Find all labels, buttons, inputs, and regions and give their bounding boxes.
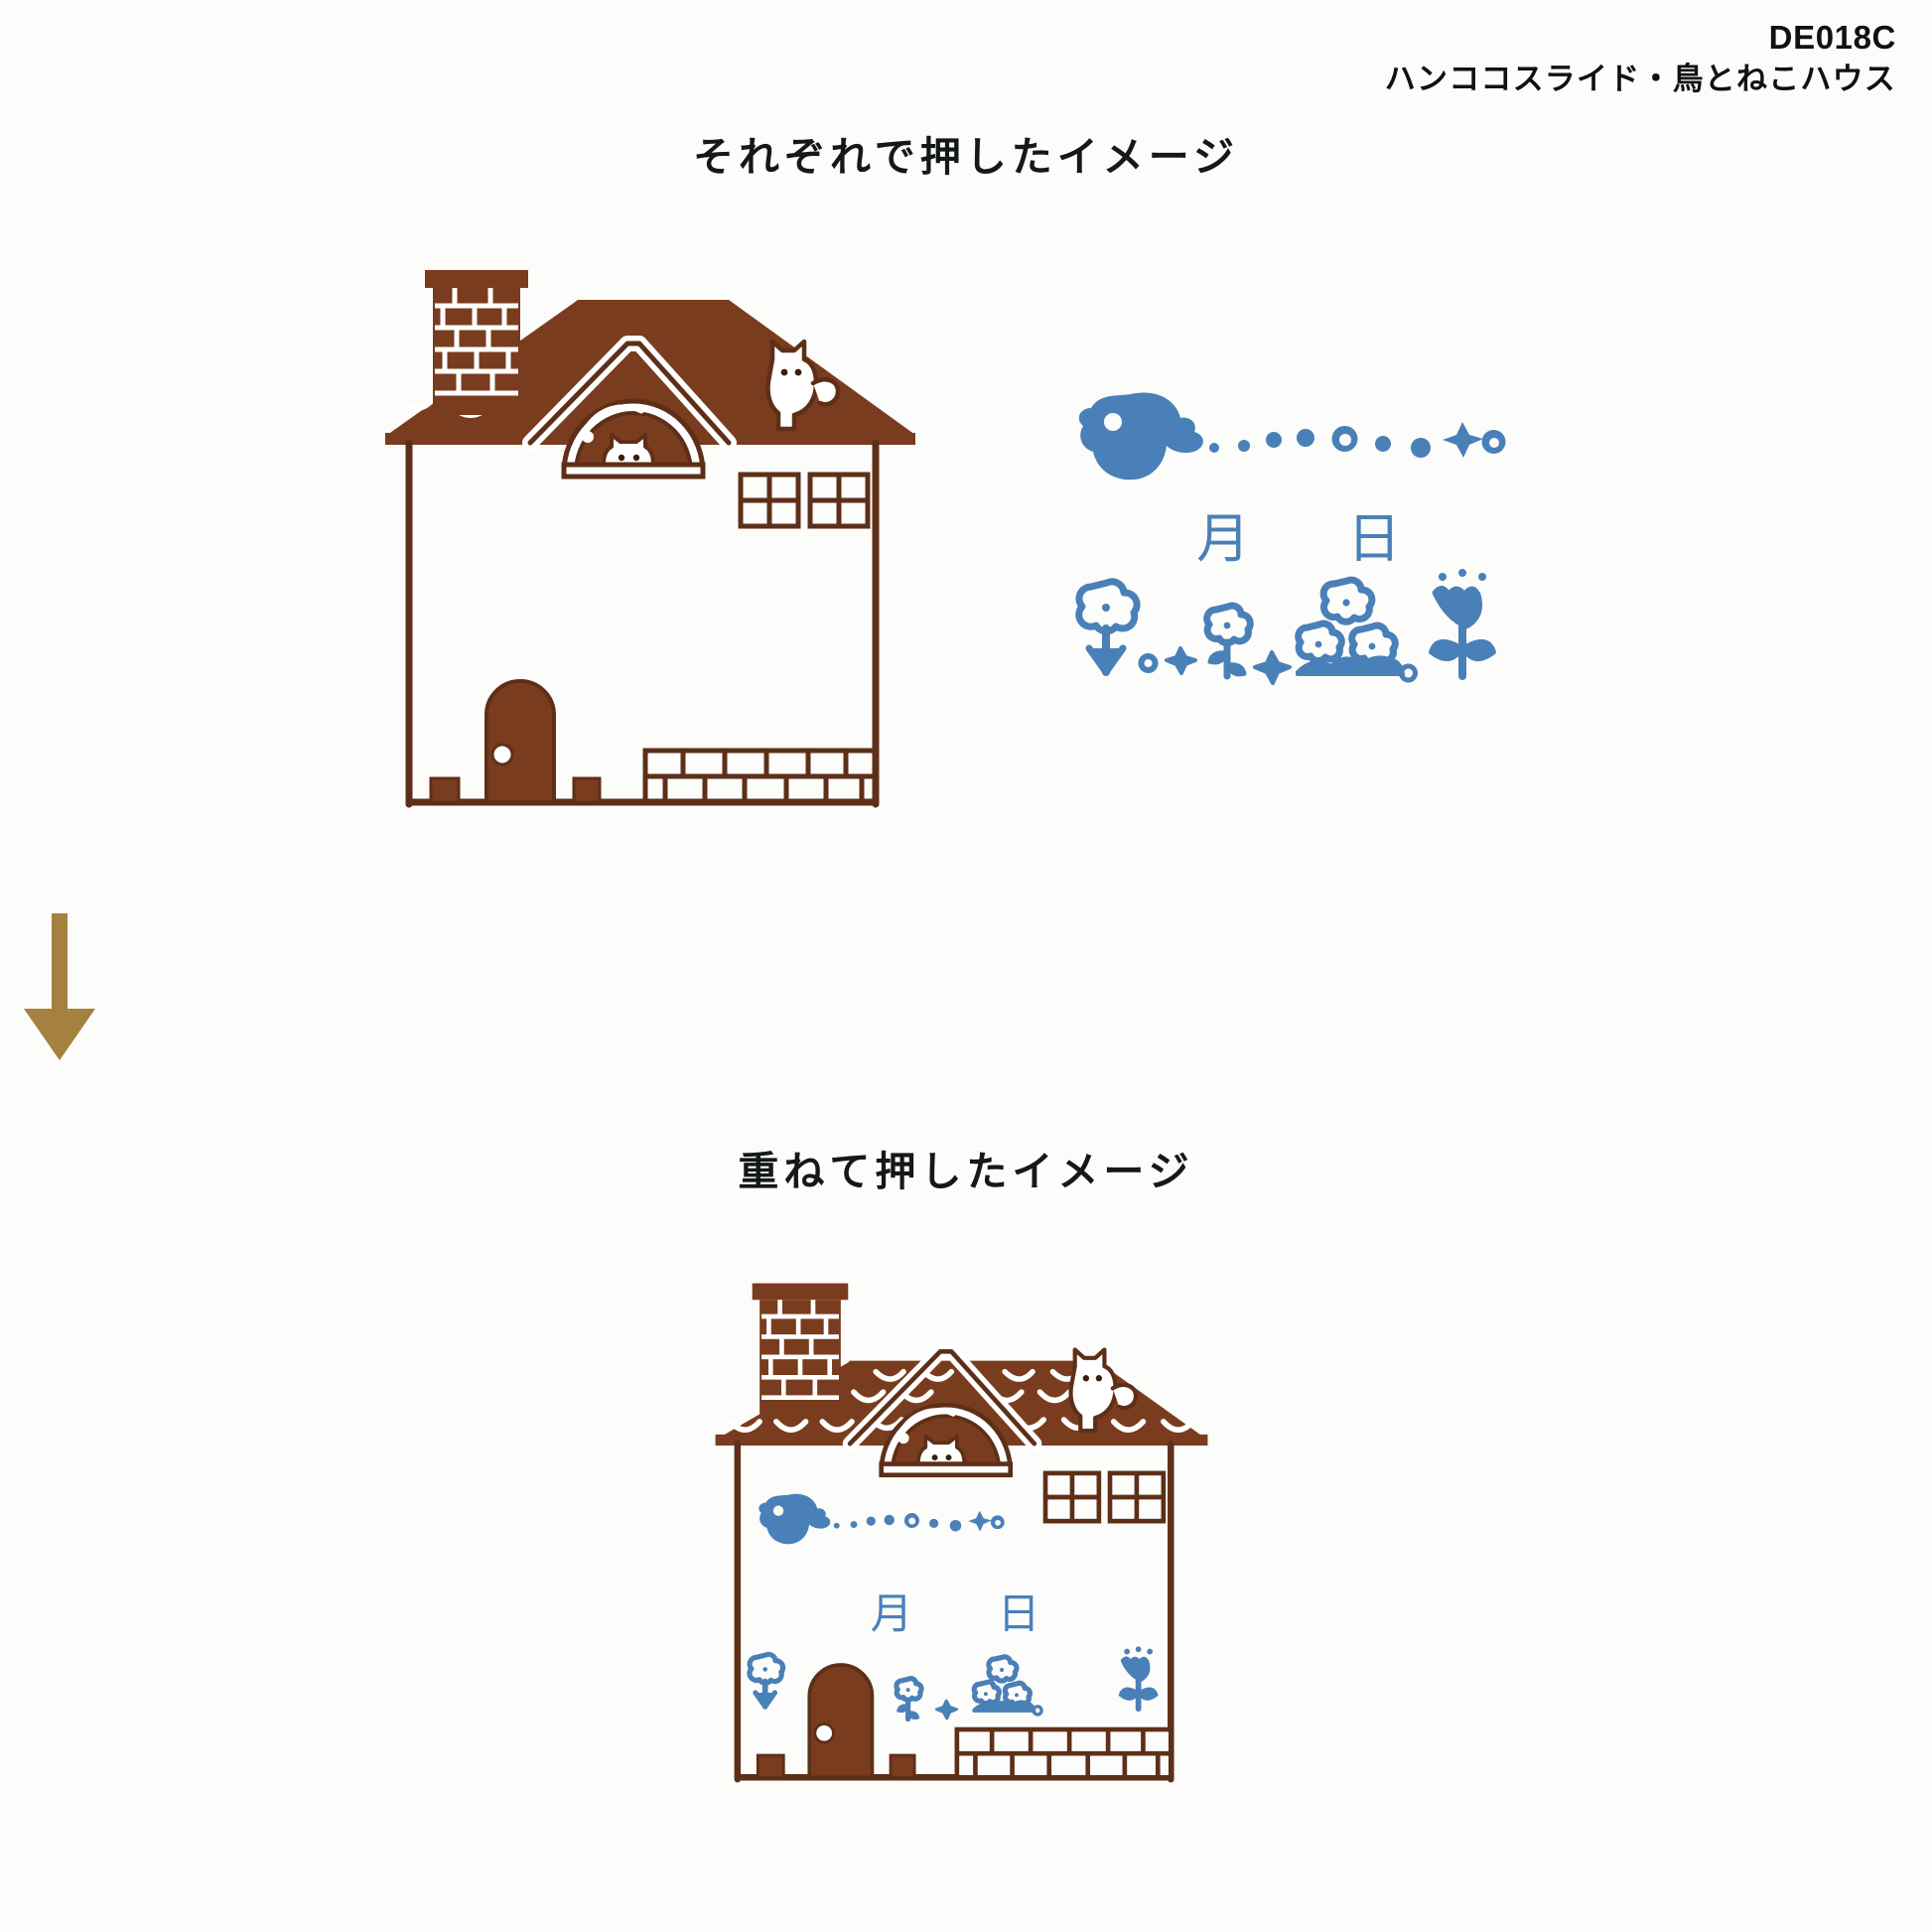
chimney [752, 1283, 849, 1419]
bird-icon [1078, 392, 1203, 481]
date-kanji: 月 日 [871, 1590, 1040, 1638]
separate-stamps-stage: 月 日 [0, 248, 1932, 884]
product-name: ハンココスライド・鳥とねこハウス [1384, 61, 1896, 96]
product-code: DE018C [1768, 19, 1896, 56]
door-knob [490, 743, 514, 766]
brick-wall [642, 748, 879, 805]
four-pane-window [1042, 1470, 1167, 1524]
bird-icon [759, 1493, 831, 1545]
dot-trail [833, 1510, 1005, 1532]
small-flower [894, 1676, 924, 1723]
tulip [1118, 1646, 1159, 1713]
product-header: DE018C ハンココスライド・鳥とねこハウス [1385, 16, 1896, 99]
small-flower [1203, 602, 1254, 680]
heading-combined: 重ねて押したイメージ [738, 1149, 1194, 1194]
down-arrow-icon [0, 913, 1932, 1072]
flower-cluster [1295, 576, 1418, 683]
kanji-month: 月 [1196, 509, 1250, 569]
step-blocks [429, 776, 602, 804]
blue-overlay: 月 日 [747, 1493, 1159, 1723]
bird-flowers-stamp: 月 日 [1075, 382, 1506, 720]
date-kanji: 月 日 [1196, 509, 1401, 569]
brick-wall [954, 1726, 1173, 1780]
flower-cluster [971, 1654, 1043, 1717]
dormer-window [842, 1343, 1042, 1478]
tulip [1429, 569, 1496, 680]
daisy-flower [1075, 578, 1141, 676]
star-dot [1443, 422, 1483, 458]
dot-trail [1209, 422, 1506, 458]
arched-door [484, 679, 556, 804]
tiny-marks [1138, 646, 1197, 675]
daisy-flower [747, 1651, 786, 1710]
kanji-day: 日 [1347, 509, 1401, 569]
roof-cat [1068, 1347, 1139, 1434]
flower-row [747, 1646, 1159, 1723]
step-blocks [756, 1753, 916, 1779]
kanji-day: 日 [998, 1590, 1040, 1638]
door-knob [813, 1723, 835, 1744]
star-mark [934, 1699, 958, 1721]
flower-row [1075, 569, 1496, 685]
house-frame-stamp [379, 248, 935, 864]
ring-dot [1481, 429, 1506, 455]
combined-stamps-stage: 月 日 [0, 1261, 1932, 1857]
combined-house-stamp: 月 日 [710, 1261, 1226, 1837]
four-pane-window [738, 472, 871, 529]
chimney [425, 270, 528, 415]
arched-door [807, 1663, 875, 1780]
dormer-window [522, 336, 737, 480]
star-mark [1253, 650, 1292, 685]
kanji-month: 月 [871, 1590, 913, 1638]
heading-separate: それぞれで押したイメージ [693, 134, 1239, 180]
